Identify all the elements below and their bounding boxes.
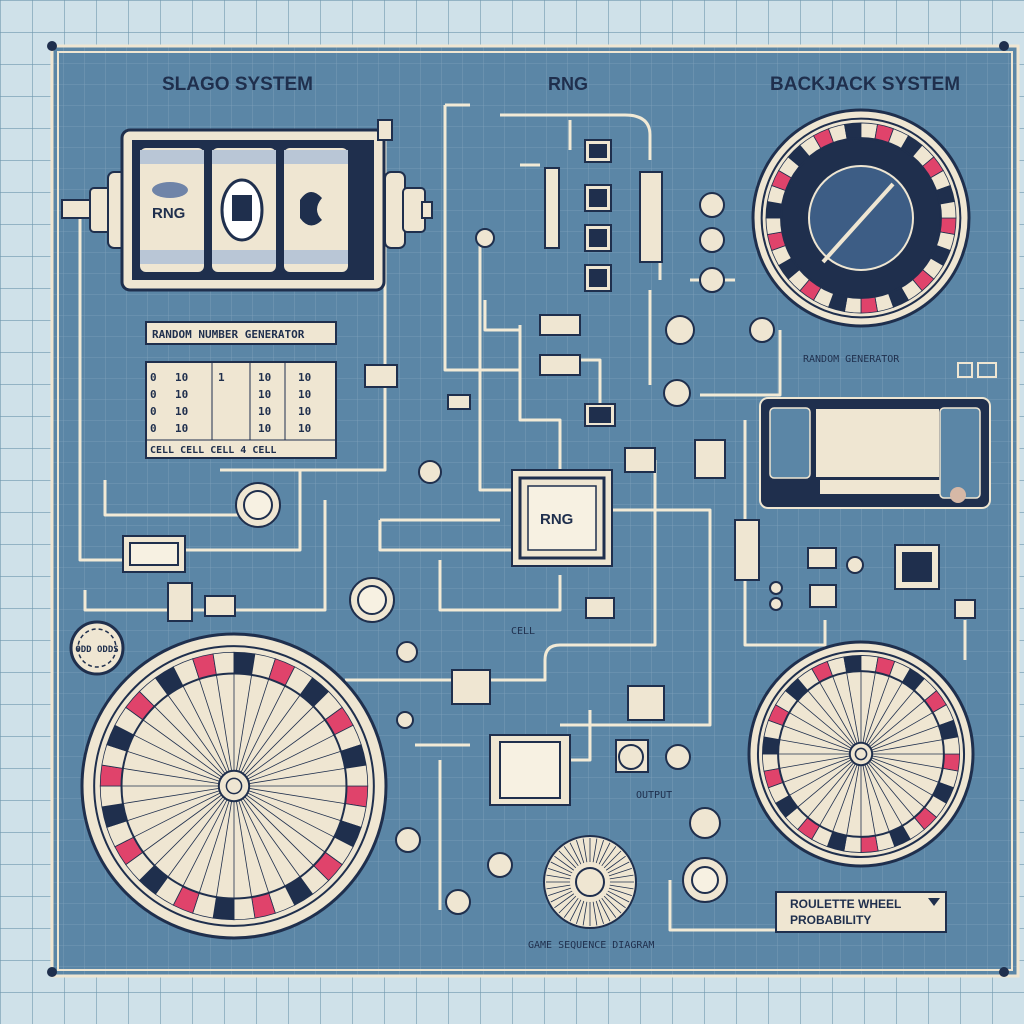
- circuit-wires: [78, 103, 967, 932]
- probability-box: ROULETTE WHEEL PROBABILITY: [775, 891, 947, 933]
- roulette-wheel-bottom-left: [80, 632, 388, 940]
- table-cell: 10: [175, 422, 188, 435]
- table-cell: 0: [150, 422, 157, 435]
- table-cell: 10: [298, 405, 311, 418]
- table-cell: 0: [150, 405, 157, 418]
- random-generator-label: RANDOM GENERATOR: [803, 354, 900, 365]
- cell-label: CELL: [511, 626, 535, 637]
- blackjack-system-title: BACKJACK SYSTEM: [770, 74, 960, 95]
- rng-chip: RNG: [511, 469, 613, 567]
- table-cell: 10: [258, 371, 271, 384]
- table-cell: 10: [258, 422, 271, 435]
- rng-chip-label: RNG: [540, 511, 573, 528]
- table-cell: 10: [175, 405, 188, 418]
- prob-box-line2: PROBABILITY: [790, 913, 871, 927]
- roulette-wheel-top: [751, 108, 971, 328]
- card-reader-board: [759, 397, 991, 509]
- table-cell: 10: [175, 388, 188, 401]
- table-cell: 10: [175, 371, 188, 384]
- footer-label: GAME SEQUENCE DIAGRAM: [528, 940, 654, 951]
- rng-title: RNG: [548, 74, 588, 94]
- slot-machine: RNG: [61, 128, 433, 292]
- table-cell: 10: [298, 422, 311, 435]
- ic-chips: [122, 139, 976, 806]
- slot-lever: [377, 119, 393, 141]
- slot-system-title: SLAGO SYSTEM: [162, 74, 313, 95]
- rng-table: RANDOM NUMBER GENERATOR 0 10 1 10 10 0 1…: [145, 321, 337, 459]
- slot-reel-label: RNG: [152, 205, 185, 222]
- gear-disc: [543, 835, 637, 929]
- round-connectors: [235, 192, 864, 915]
- prob-box-line1: ROULETTE WHEEL: [790, 897, 901, 911]
- table-cell: 10: [258, 405, 271, 418]
- table-cell: 10: [298, 388, 311, 401]
- table-cell: 0: [150, 371, 157, 384]
- table-footer: CELL CELL CELL 4 CELL: [150, 445, 276, 456]
- roulette-wheel-bottom-right: [747, 640, 975, 868]
- output-label: OUTPUT: [636, 790, 672, 801]
- table-cell: 1: [218, 371, 225, 384]
- table-cell: 10: [258, 388, 271, 401]
- rng-table-title: RANDOM NUMBER GENERATOR: [152, 328, 305, 341]
- table-cell: 10: [298, 371, 311, 384]
- odds-chip-label: ODD ODDS: [75, 645, 118, 655]
- odds-chip: ODD ODDS: [69, 620, 125, 676]
- table-cell: 0: [150, 388, 157, 401]
